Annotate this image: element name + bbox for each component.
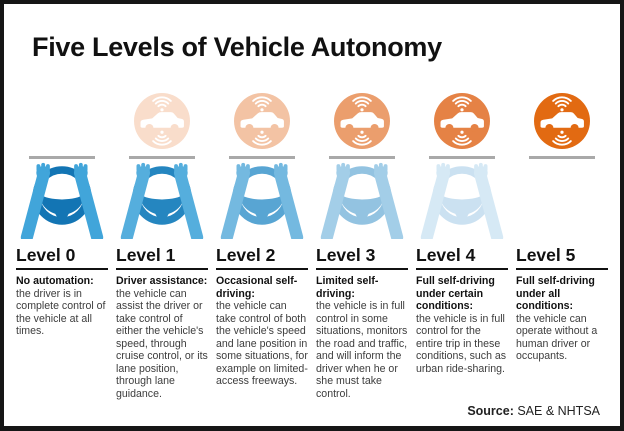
source-value: SAE & NHTSA <box>513 404 600 418</box>
level-title: Level 0 <box>16 245 108 270</box>
level-text: the driver is in complete control of the… <box>16 287 106 338</box>
level-label: Occasional self-driving: <box>216 275 298 300</box>
car-wifi-signal-icon <box>434 93 490 149</box>
level-label: Full self-driving under all conditions: <box>516 275 595 312</box>
level-label: Driver assistance: <box>116 275 208 287</box>
level-title: Level 4 <box>416 245 508 270</box>
steering-wheel-hands-icon <box>216 162 308 239</box>
level-column-4: Level 4 Full self-driving under certain … <box>416 93 508 400</box>
page-title: Five Levels of Vehicle Autonomy <box>32 32 442 62</box>
steering-wheel-hands-icon <box>316 162 408 239</box>
car-wifi-signal-icon <box>234 93 290 149</box>
level-column-3: Level 3 Limited self-driving:the vehicle… <box>316 93 408 400</box>
level-text: the vehicle can take control of both the… <box>216 300 308 387</box>
level-label: No automation: <box>16 275 94 287</box>
column-divider <box>128 156 196 159</box>
level-description: Limited self-driving:the vehicle is in f… <box>316 275 408 400</box>
level-column-2: Level 2 Occasional self-driving:the vehi… <box>216 93 308 400</box>
level-column-0: Level 0 No automation:the driver is in c… <box>16 93 108 400</box>
column-divider <box>28 156 96 159</box>
column-divider <box>328 156 396 159</box>
level-description: No automation:the driver is in complete … <box>16 275 108 338</box>
level-title: Level 3 <box>316 245 408 270</box>
level-description: Full self-driving under all conditions:t… <box>516 275 608 363</box>
column-divider <box>528 156 596 159</box>
column-divider <box>228 156 296 159</box>
car-wifi-signal-icon <box>134 93 190 149</box>
level-title: Level 5 <box>516 245 608 270</box>
level-text: the vehicle is in full control in some s… <box>316 300 408 400</box>
car-wifi-signal-icon <box>334 93 390 149</box>
level-title: Level 1 <box>116 245 208 270</box>
levels-row: Level 0 No automation:the driver is in c… <box>4 93 620 400</box>
level-column-5: Level 5 Full self-driving under all cond… <box>516 93 608 400</box>
level-description: Full self-driving under certain conditio… <box>416 275 508 375</box>
steering-wheel-hands-icon <box>116 162 208 239</box>
car-wifi-signal-icon <box>534 93 590 149</box>
source-label: Source: <box>467 404 514 418</box>
steering-wheel-hands-icon <box>16 162 108 239</box>
level-description: Occasional self-driving:the vehicle can … <box>216 275 308 388</box>
level-text: the vehicle is in full control for the e… <box>416 312 507 375</box>
level-text: the vehicle can operate without a human … <box>516 312 598 363</box>
level-title: Level 2 <box>216 245 308 270</box>
level-column-1: Level 1 Driver assistance:the vehicle ca… <box>116 93 208 400</box>
column-divider <box>428 156 496 159</box>
level-description: Driver assistance:the vehicle can assist… <box>116 275 208 400</box>
source-attribution: Source: SAE & NHTSA <box>467 404 600 418</box>
level-label: Full self-driving under certain conditio… <box>416 275 495 312</box>
level-label: Limited self-driving: <box>316 275 379 300</box>
level-text: the vehicle can assist the driver or tak… <box>116 287 208 400</box>
steering-wheel-hands-icon <box>416 162 508 239</box>
